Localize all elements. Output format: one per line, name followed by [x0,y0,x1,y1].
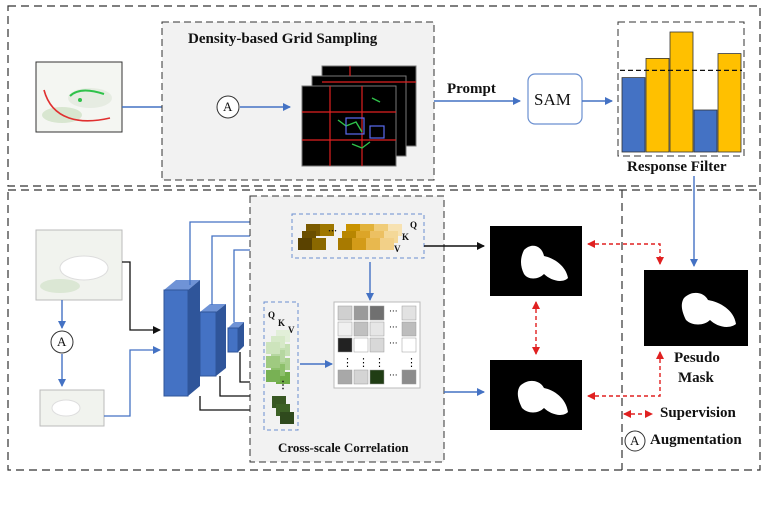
matrix-dots: ··· [389,371,398,381]
cross-scale-title: Cross-scale Correlation [278,440,409,455]
matrix-cell [401,337,417,353]
response-filter-label: Response Filter [627,159,727,175]
matrix-dots: ··· [389,339,398,349]
matrix-dots: ··· [389,323,398,333]
augmentation-circle-bottom [50,330,74,354]
kv-dots: ··· [328,226,338,236]
correlation-matrix: ··· ··· ··· ··· ⋮ ⋮ ⋮ ⋮ [337,305,417,385]
response-bar [621,77,646,153]
response-bar [717,53,742,153]
sam-box [527,73,583,125]
matrix-cell [369,321,385,337]
matrix-cell [369,369,385,385]
q-tokens-frame [263,301,299,431]
q-vdots: ⋮ [278,380,288,391]
input-image-bottom [35,229,123,301]
matrix-cell [353,369,369,385]
augmentation-label: Augmentation [650,432,742,448]
aug-symbol-top: A [223,99,233,114]
arrow-input-to-cnn [122,261,161,334]
aug-symbol-bottom: A [57,334,67,349]
pseudo-mask-label-2: Mask [678,370,714,386]
matrix-cell [337,305,353,321]
q-k-label: K [278,318,286,328]
grid-stack [301,65,417,167]
matrix-cell [353,321,369,337]
matrix-vdots: ⋮ [342,356,353,369]
matrix-cell [337,369,353,385]
sam-label: SAM [534,90,571,109]
arrow-aug-to-cnn [104,346,161,417]
matrix-cell [337,321,353,337]
matrix-vdots: ⋮ [374,356,385,369]
kv-k-label: K [402,232,410,242]
aug-symbol-legend: A [630,433,640,448]
kv-q-label: Q [410,220,418,230]
matrix-cell [401,369,417,385]
matrix-cell [353,337,369,353]
supervision-top [587,240,664,265]
kv-v-label: V [394,244,401,254]
matrix-cell [369,305,385,321]
arrow-cnn-l2-to-q [219,376,263,400]
response-bar [693,109,718,153]
matrix-cell [369,337,385,353]
arrow-cnn-l1-to-q [199,396,263,414]
kv-tokens [298,224,402,250]
kv-tokens-frame [291,213,425,259]
matrix-cell [401,305,417,321]
mask-top [490,226,582,296]
matrix-vdots: ⋮ [406,356,417,369]
matrix-cell [337,337,353,353]
matrix-vdots: ⋮ [358,356,369,369]
pseudo-mask [644,270,748,346]
top-frame [7,5,761,187]
supervision-bottom [587,351,664,400]
legend-augmentation-circle [624,430,646,452]
input-image-thumbnail [35,61,123,133]
matrix-cell [401,321,417,337]
bottom-frame [7,189,761,471]
q-v-label: V [288,325,295,335]
response-filter-frame [617,21,745,157]
augmentation-circle-top [216,95,240,119]
matrix-dots: ··· [389,307,398,317]
grid-sampling-title: Density-based Grid Sampling [188,31,378,47]
q-tokens [266,330,294,424]
prompt-label: Prompt [447,81,496,97]
pseudo-mask-label-1: Pesudo [674,350,720,366]
matrix-cell [353,305,369,321]
cnn-backbone [163,280,244,397]
response-bar [669,31,694,153]
response-bar [645,58,670,153]
supervision-label: Supervision [660,405,736,421]
mask-bottom [490,360,582,430]
response-filter-chart [621,31,742,153]
q-q-label: Q [268,310,276,320]
augmented-image [39,389,105,427]
